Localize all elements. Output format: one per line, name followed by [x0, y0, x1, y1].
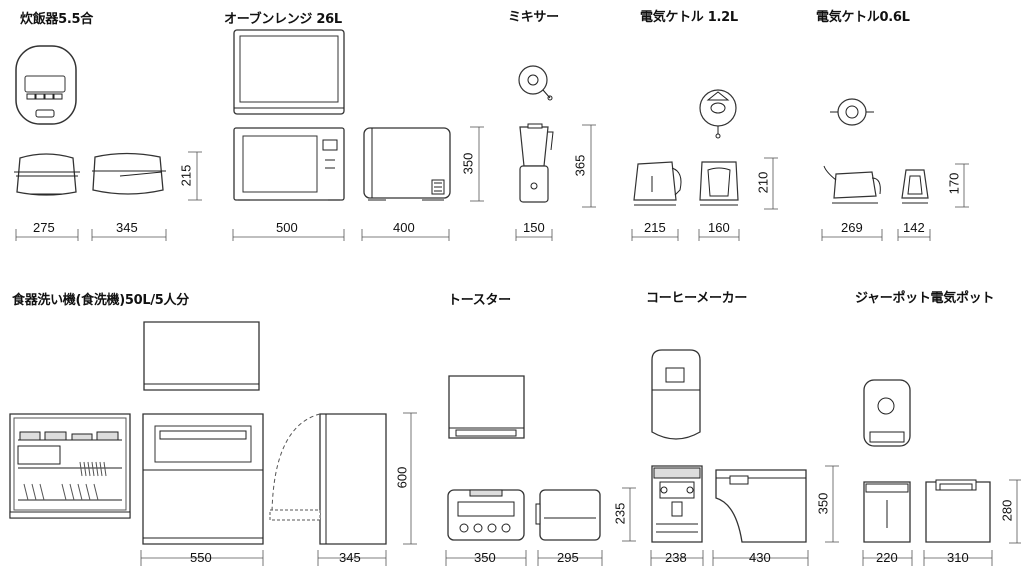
- kettle-0-6l-front-view: [824, 166, 880, 203]
- dishwasher-title: 食器洗い機(食洗機)50L/5人分: [12, 293, 189, 308]
- dishwasher-height-label: 600: [394, 466, 410, 489]
- pot-top-view: [864, 380, 910, 446]
- pot-side-view: [926, 480, 990, 542]
- coffee-maker-width-side-label: 430: [749, 550, 771, 565]
- mixer-width-label: 150: [523, 220, 545, 235]
- toaster-front-view: [448, 490, 524, 540]
- kettle-0-6l-width-side-label: 142: [903, 220, 925, 235]
- dishwasher-dimension-lines: [141, 413, 417, 566]
- microwave-width-front-label: 500: [276, 220, 298, 235]
- microwave-dimension-lines: [233, 127, 484, 241]
- dishwasher-front-view: [143, 414, 263, 544]
- microwave-width-side-label: 400: [393, 220, 415, 235]
- coffee-maker-front-view: [652, 466, 702, 542]
- coffee-maker-side-view: [716, 470, 806, 542]
- rice-cooker-title: 炊飯器5.5合: [20, 12, 93, 27]
- microwave-title: オーブンレンジ 26L: [224, 12, 342, 27]
- kettle-1-2l-height-label: 210: [755, 171, 771, 194]
- pot-width-front-label: 220: [876, 550, 898, 565]
- kettle-0-6l-width-front-label: 269: [841, 220, 863, 235]
- microwave-height-label: 350: [460, 152, 476, 175]
- toaster-height-label: 235: [612, 502, 628, 525]
- dishwasher-top-view: [144, 322, 259, 390]
- kettle-1-2l-side-view: [700, 162, 738, 205]
- pot-front-view: [864, 482, 910, 542]
- rice-height-label: 215: [178, 164, 194, 187]
- dishwasher-side-view: [270, 414, 386, 544]
- kettle-0-6l-height-label: 170: [946, 172, 962, 195]
- rice-cooker-side-view: [92, 154, 166, 195]
- dishwasher-open-view: [10, 414, 130, 518]
- kettle-1-2l-width-front-label: 215: [644, 220, 666, 235]
- microwave-top-view: [234, 30, 344, 114]
- rice-cooker-top-view: [16, 46, 76, 124]
- coffee-maker-title: コーヒーメーカー: [646, 291, 748, 306]
- mixer-top-view: [519, 66, 552, 100]
- toaster-width-side-label: 295: [557, 550, 579, 565]
- rice-dimension-lines: [16, 152, 202, 241]
- mixer-dimension-lines: [516, 125, 596, 241]
- toaster-title: トースター: [448, 293, 511, 308]
- kettle-1-2l-dimension-lines: [632, 158, 778, 241]
- pot-width-side-label: 310: [947, 550, 969, 565]
- rice-width-side-label: 345: [116, 220, 138, 235]
- kettle-0-6l-top-view: [830, 99, 874, 125]
- kettle-1-2l-top-view: [700, 90, 736, 138]
- microwave-side-view: [364, 128, 450, 200]
- toaster-dimension-lines: [446, 488, 636, 566]
- coffee-maker-width-front-label: 238: [665, 550, 687, 565]
- mixer-front-view: [520, 124, 553, 202]
- coffee-maker-dimension-lines: [651, 466, 839, 566]
- mixer-title: ミキサー: [508, 10, 559, 25]
- kettle-0-6l-dimension-lines: [822, 164, 969, 241]
- pot-dimension-lines: [863, 480, 1021, 566]
- toaster-side-view: [536, 490, 600, 540]
- coffee-maker-top-view: [652, 350, 700, 439]
- dishwasher-width-side-label: 345: [339, 550, 361, 565]
- rice-cooker-front-view: [14, 154, 80, 195]
- kettle-1-2l-front-view: [634, 162, 681, 205]
- toaster-width-front-label: 350: [474, 550, 496, 565]
- kettle-1-2l-title: 電気ケトル 1.2L: [640, 10, 738, 25]
- pot-title: ジャーポット電気ポット: [855, 291, 995, 306]
- pot-height-label: 280: [999, 499, 1015, 522]
- microwave-front-view: [234, 128, 344, 200]
- kettle-0-6l-side-view: [902, 170, 928, 203]
- kettle-1-2l-width-side-label: 160: [708, 220, 730, 235]
- dishwasher-width-front-label: 550: [190, 550, 212, 565]
- coffee-maker-height-label: 350: [815, 492, 831, 515]
- toaster-top-view: [449, 376, 524, 438]
- kettle-0-6l-title: 電気ケトル0.6L: [816, 10, 910, 25]
- mixer-height-label: 365: [572, 154, 588, 177]
- rice-width-front-label: 275: [33, 220, 55, 235]
